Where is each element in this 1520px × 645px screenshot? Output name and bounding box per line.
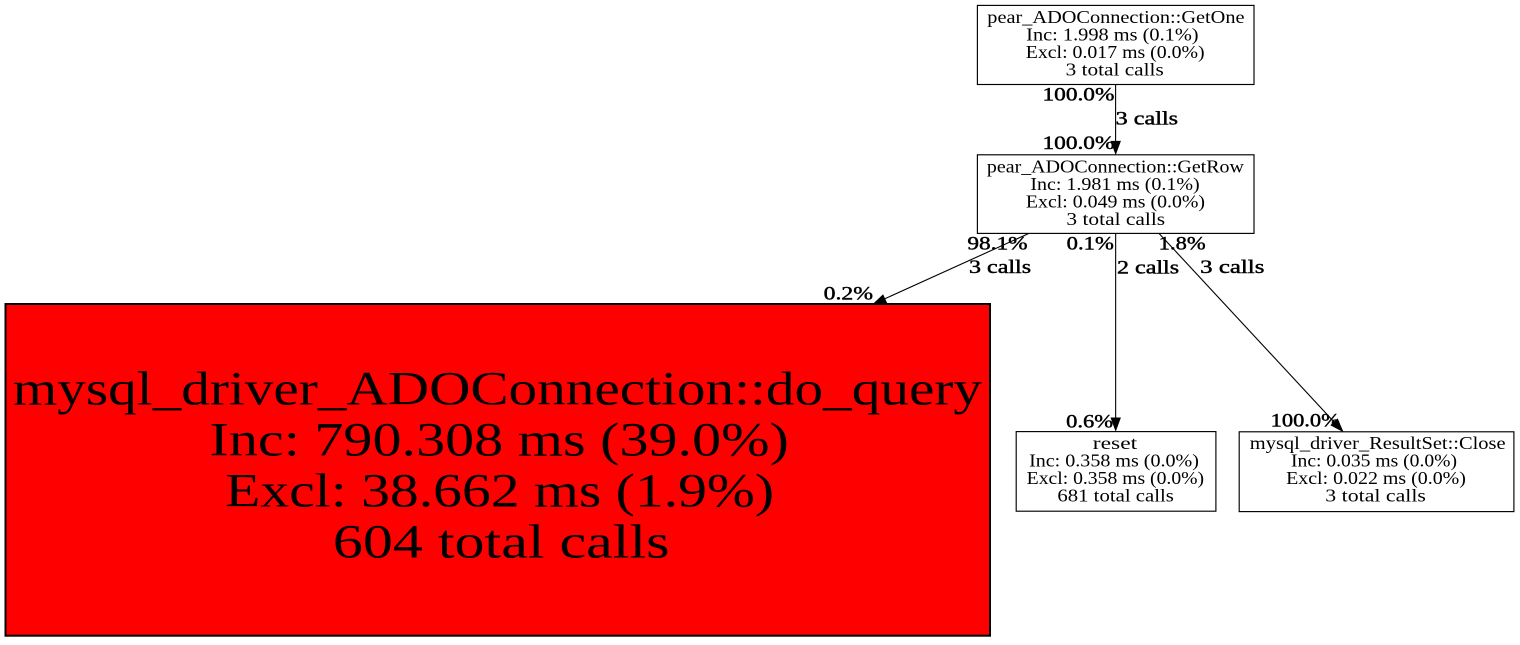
svg-text:98.1%: 98.1% [967,233,1027,254]
svg-text:3 calls: 3 calls [969,257,1031,278]
svg-text:Inc: 1.998 ms (0.1%): Inc: 1.998 ms (0.1%) [1026,25,1199,45]
svg-text:Excl: 38.662 ms (1.9%): Excl: 38.662 ms (1.9%) [225,466,774,518]
svg-text:681 total calls: 681 total calls [1057,486,1174,506]
svg-text:reset: reset [1093,433,1138,453]
svg-text:3 total calls: 3 total calls [1325,486,1426,506]
svg-text:Excl: 0.022 ms (0.0%): Excl: 0.022 ms (0.0%) [1286,468,1466,488]
svg-text:0.2%: 0.2% [824,283,874,304]
svg-text:Inc: 790.308 ms (39.0%): Inc: 790.308 ms (39.0%) [210,415,789,467]
svg-text:604 total calls: 604 total calls [333,517,670,569]
svg-text:3 calls: 3 calls [1116,108,1179,129]
svg-text:3 total calls: 3 total calls [1066,209,1165,229]
svg-text:100.0%: 100.0% [1271,411,1341,432]
svg-text:mysql_driver_ADOConnection::do: mysql_driver_ADOConnection::do_query [13,364,982,416]
svg-text:mysql_driver_ResultSet::Close: mysql_driver_ResultSet::Close [1250,433,1506,453]
svg-text:3 total calls: 3 total calls [1066,60,1164,80]
svg-text:Inc: 0.358 ms (0.0%): Inc: 0.358 ms (0.0%) [1029,451,1199,471]
svg-text:100.0%: 100.0% [1043,133,1115,154]
svg-text:1.8%: 1.8% [1159,233,1206,254]
svg-text:Inc: 1.981 ms (0.1%): Inc: 1.981 ms (0.1%) [1030,174,1199,194]
svg-text:100.0%: 100.0% [1043,85,1115,106]
svg-text:Excl: 0.017 ms (0.0%): Excl: 0.017 ms (0.0%) [1026,42,1205,62]
svg-text:Excl: 0.049 ms (0.0%): Excl: 0.049 ms (0.0%) [1026,192,1205,212]
svg-text:0.1%: 0.1% [1067,233,1114,254]
svg-text:0.6%: 0.6% [1066,411,1113,432]
svg-text:2 calls: 2 calls [1117,258,1179,279]
svg-text:pear_ADOConnection::GetRow: pear_ADOConnection::GetRow [987,157,1244,177]
svg-text:3 calls: 3 calls [1200,257,1264,278]
svg-text:Inc: 0.035 ms (0.0%): Inc: 0.035 ms (0.0%) [1291,451,1457,471]
svg-text:pear_ADOConnection::GetOne: pear_ADOConnection::GetOne [987,7,1244,27]
svg-text:Excl: 0.358 ms (0.0%): Excl: 0.358 ms (0.0%) [1027,468,1205,488]
